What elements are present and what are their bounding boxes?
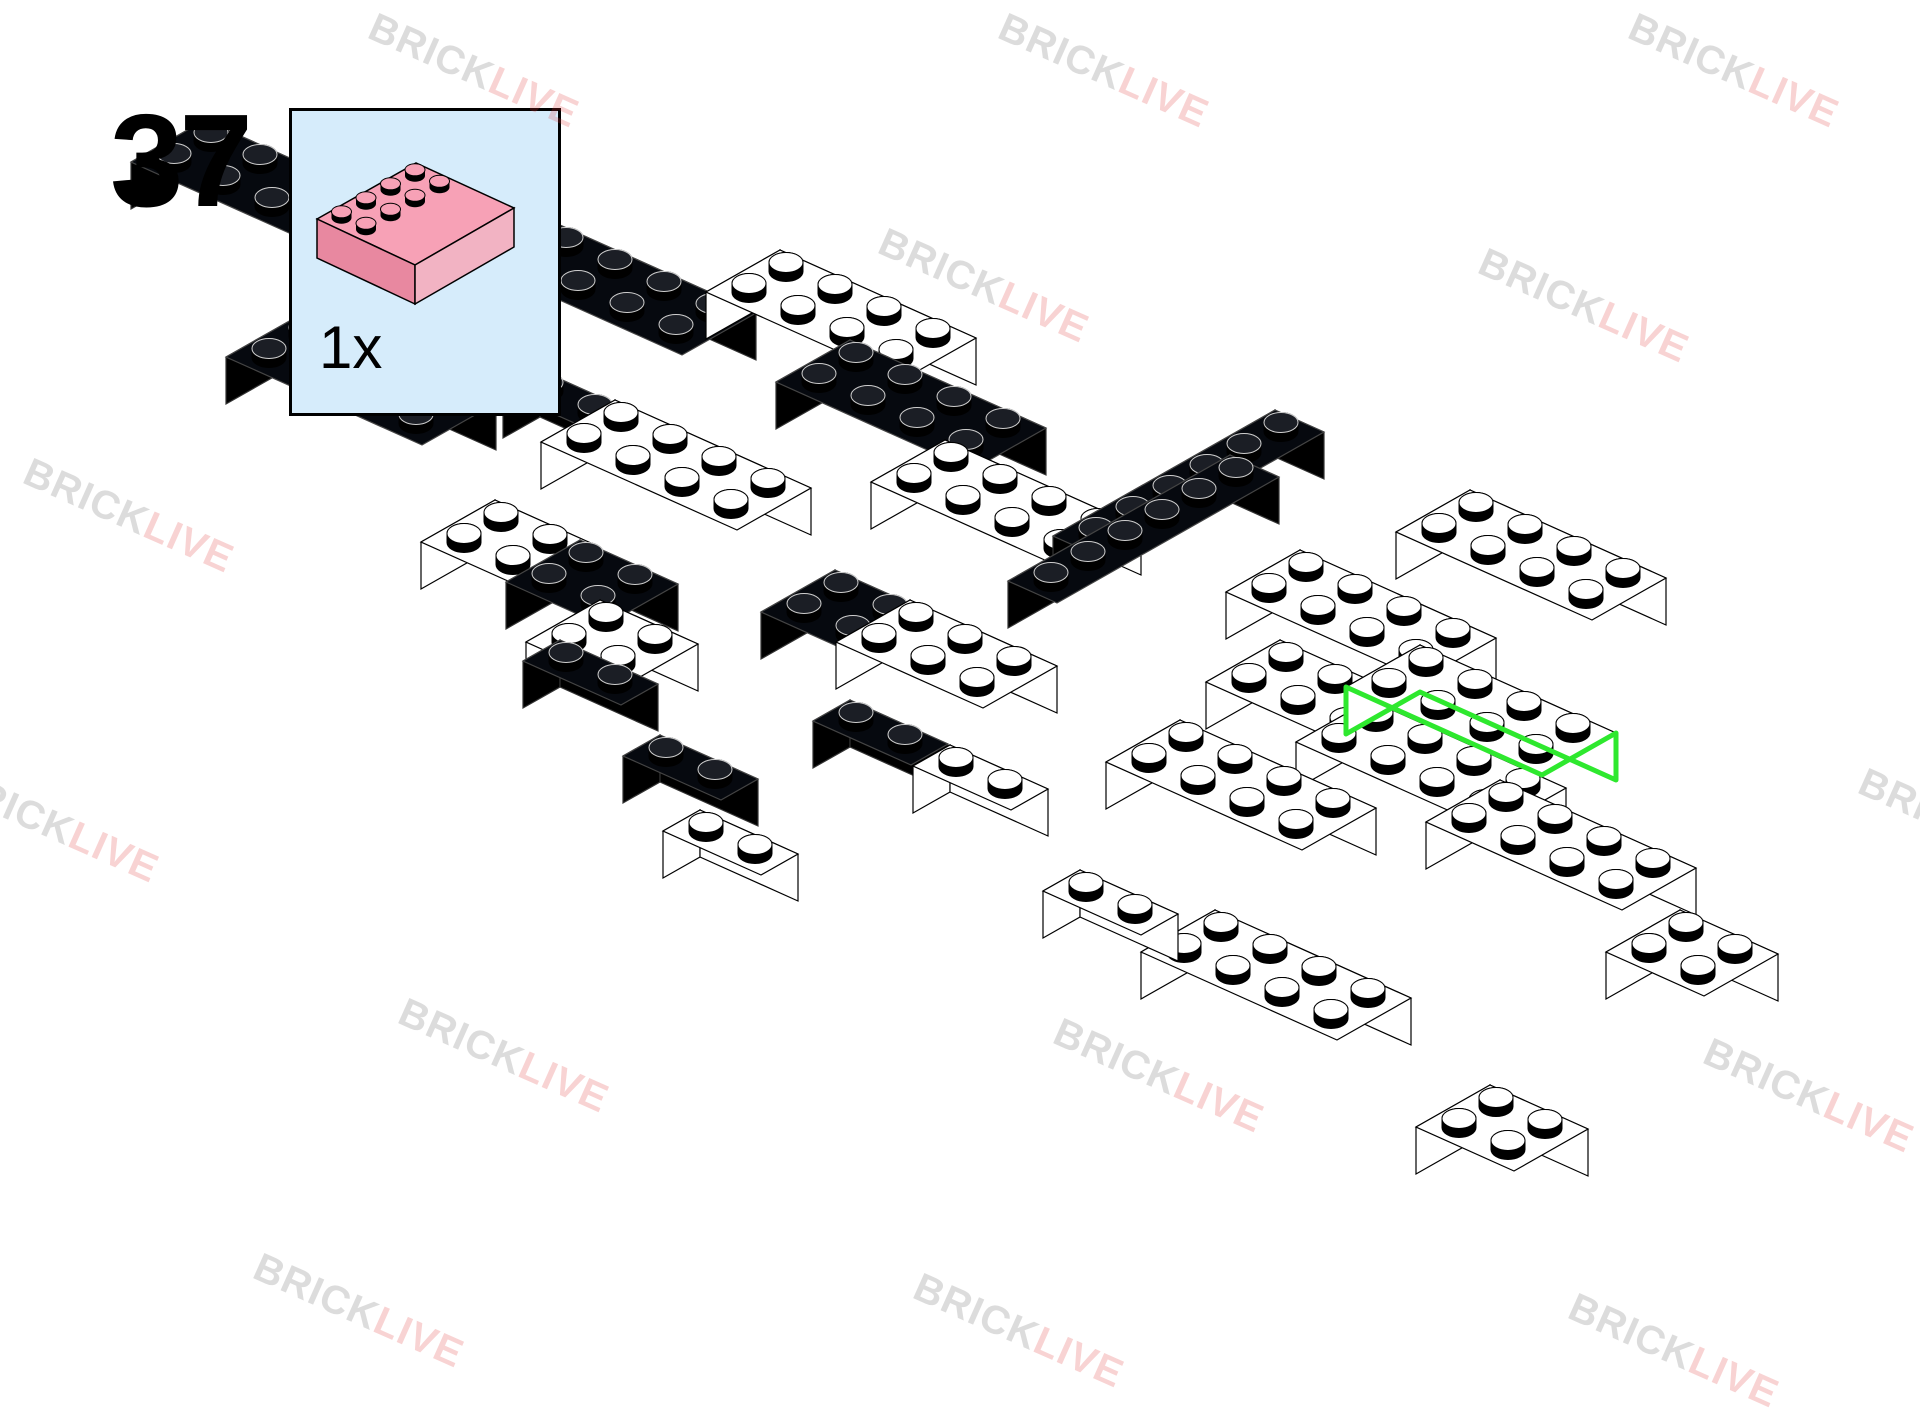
- brick-white-mid-4: [911, 743, 1050, 837]
- step-number: 37: [110, 87, 253, 234]
- brick-white-tail-1: [1604, 908, 1780, 1002]
- brick-white-tail-2: [1414, 1083, 1590, 1177]
- parts-callout: 1x: [289, 108, 561, 416]
- part-quantity: 1x: [319, 314, 383, 381]
- brick-white-front-2: [1139, 908, 1413, 1046]
- brick-white-upper-1: [704, 248, 978, 386]
- brick-white-left-2: [524, 598, 700, 692]
- brick-black-left-2: [521, 638, 660, 732]
- brick-white-right-1: [1394, 488, 1668, 626]
- brick-black-left-1: [504, 538, 680, 632]
- brick-white-right-5: [1424, 778, 1698, 916]
- brick-black-long-2: [1006, 453, 1281, 630]
- brick-black-left-3: [621, 733, 760, 827]
- brick-white-left-3: [661, 808, 800, 902]
- brick-black-mid-3: [811, 698, 950, 792]
- brick-pink-new: [1343, 643, 1619, 783]
- brick-white-front-3: [1041, 868, 1180, 962]
- part-icon-pink-brick: [315, 162, 516, 306]
- brick-black-mid-1: [774, 338, 1048, 476]
- brick-white-mid-3: [834, 598, 1059, 714]
- brick-white-mid-1: [539, 398, 813, 536]
- assembly-model: [129, 118, 1780, 1177]
- brick-white-front-1: [1104, 718, 1378, 856]
